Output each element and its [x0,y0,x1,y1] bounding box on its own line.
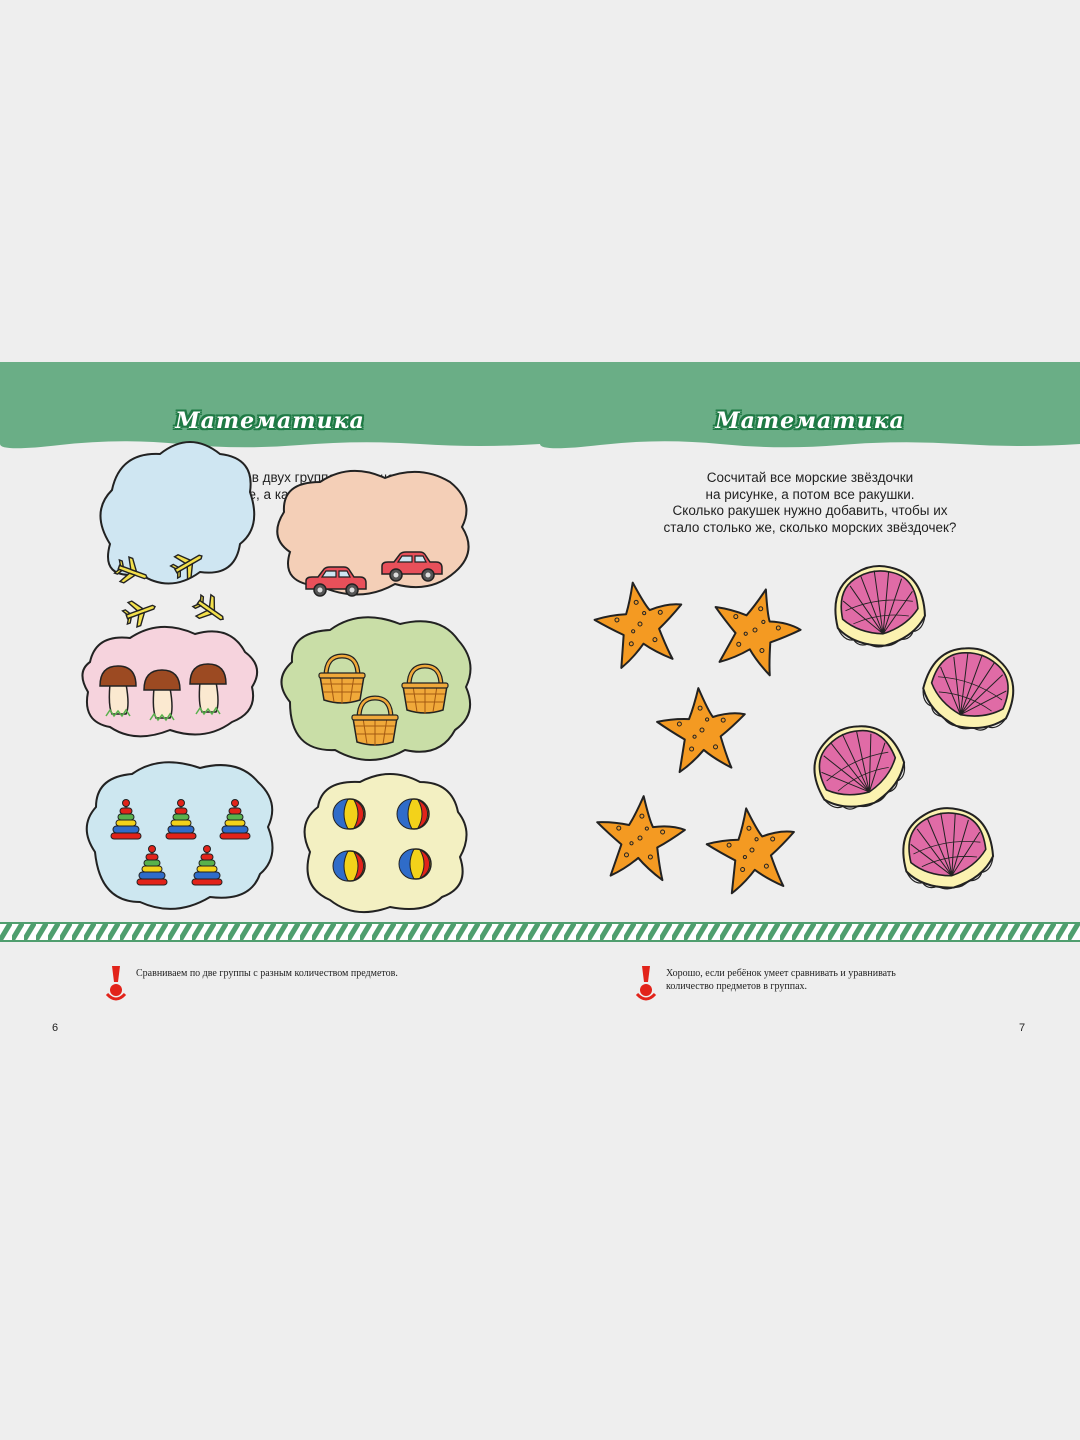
right-header-banner [540,362,1080,449]
basket-icon [318,653,366,704]
toy-pyramid-icon [191,845,223,886]
exclamation-badge-icon [105,966,127,1001]
page-number-left: 6 [52,1022,59,1034]
right-task-line: Сосчитай все морские звёздочки [706,470,914,485]
toy-pyramid-icon [219,799,251,840]
airplane-icon [121,600,156,629]
starfish-icon [588,573,692,673]
baskets-group-cloud [280,616,472,761]
mushroom-icon [99,665,137,718]
seashell-icon [828,559,930,654]
balls-group-cloud [303,773,468,914]
toy-pyramid-icon [110,799,142,840]
right-note-line: Хорошо, если ребёнок умеет сравнивать и … [666,968,896,979]
toy-pyramid-icon [165,799,197,840]
car-icon [381,551,443,582]
right-task-line: стало столько же, сколько морских звёздо… [663,519,957,535]
book-spread: Математика Каких предметов в двух группа… [0,362,1080,1052]
airplane-icon [191,593,224,621]
starfish-icon [653,683,751,775]
airplane-icon [113,555,148,584]
seashell-icon [799,710,916,824]
left-page-title: Математика [175,408,365,434]
car-icon [305,566,367,597]
planes-group-cloud [99,441,256,629]
right-page: Математика Сосчитай все морские звёздочк… [540,362,1080,1052]
mushrooms-group-cloud [81,625,259,738]
mushroom-icon [143,669,181,722]
seashell-icon [895,799,999,897]
ball-icon [398,848,432,880]
right-illustrations [588,559,1027,897]
right-parent-note: Хорошо, если ребёнок умеет сравнивать и … [634,964,896,1004]
toy-pyramid-icon [136,845,168,886]
cars-group-cloud [276,469,470,597]
starfish-icon [701,577,810,682]
right-note-text: Хорошо, если ребёнок умеет сравнивать и … [666,964,896,993]
left-parent-note: Сравниваем по две группы с разным количе… [104,964,398,1004]
ball-icon [396,798,430,830]
starfish-icon [701,801,803,897]
seashell-icon [913,634,1027,743]
ball-icon [332,798,366,830]
basket-icon [351,695,399,746]
left-illustrations [81,441,472,914]
airplane-icon [169,553,203,581]
mushroom-icon [189,663,227,716]
starfish-icon [591,791,689,883]
right-task-text: Сосчитай все морские звёздочки на рисунк… [540,470,1080,536]
right-note-line: количество предметов в группах. [666,981,808,992]
right-task-line: Сколько ракушек нужно добавить, чтобы их [672,503,948,518]
left-page: Математика Каких предметов в двух группа… [0,362,540,1052]
left-note-text: Сравниваем по две группы с разным количе… [136,968,398,979]
pyramids-group-cloud [85,761,274,910]
exclamation-badge-icon [635,966,657,1001]
basket-icon [401,663,449,714]
right-page-title: Математика [715,408,905,434]
left-header-banner [0,362,540,449]
page-number-right: 7 [1019,1022,1026,1034]
ball-icon [332,850,366,882]
right-task-line: на рисунке, а потом все ракушки. [705,486,915,502]
striped-divider [0,922,1080,942]
